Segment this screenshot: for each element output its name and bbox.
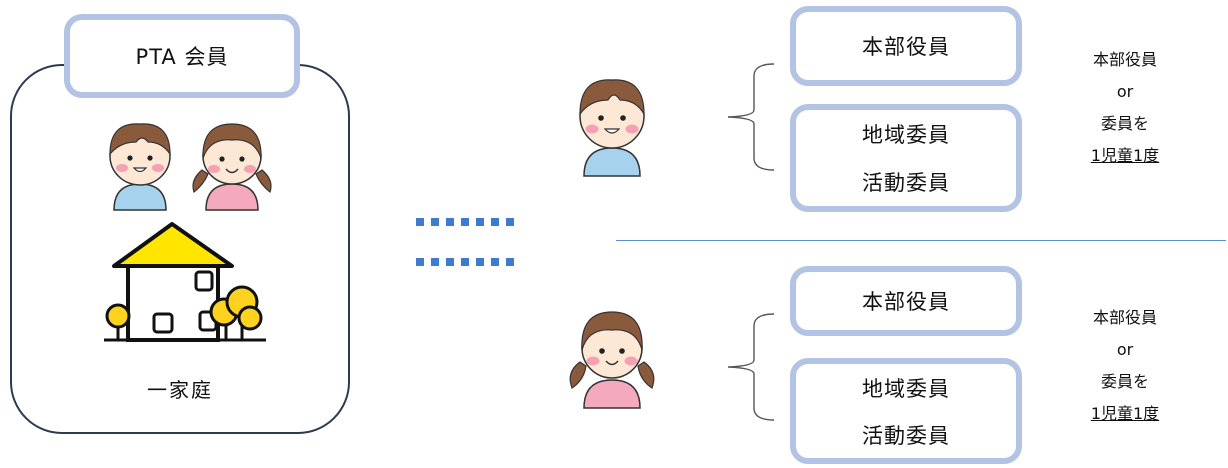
- brace-upper: [727, 63, 775, 171]
- role-activity-2: 活動委員: [862, 423, 950, 448]
- role-regional-2: 地域委員: [862, 376, 950, 401]
- brace-lower: [727, 313, 775, 421]
- boy-child-icon: [579, 79, 645, 177]
- section-divider: [616, 240, 1226, 241]
- role-regional-1: 地域委員: [862, 123, 950, 147]
- role-activity-1: 活動委員: [862, 171, 950, 195]
- household-label: 一家庭: [147, 378, 213, 402]
- role-box-committees-2: 地域委員 活動委員: [790, 358, 1022, 464]
- girl-child-icon: [569, 311, 655, 409]
- rule-note-2: 本部役員 or 委員を 1児童1度: [1090, 308, 1160, 423]
- rule-note-1: 本部役員 or 委員を 1児童1度: [1090, 50, 1160, 165]
- dotted-connector: [416, 218, 514, 266]
- house-icon: [104, 222, 266, 342]
- pta-member-label: PTA 会員: [64, 14, 300, 98]
- role-box-headquarters-1: 本部役員: [790, 6, 1022, 86]
- role-box-committees-1: 地域委員 活動委員: [790, 104, 1022, 212]
- role-box-headquarters-2: 本部役員: [790, 266, 1022, 336]
- boy-icon: [109, 123, 171, 211]
- girl-icon: [192, 123, 272, 211]
